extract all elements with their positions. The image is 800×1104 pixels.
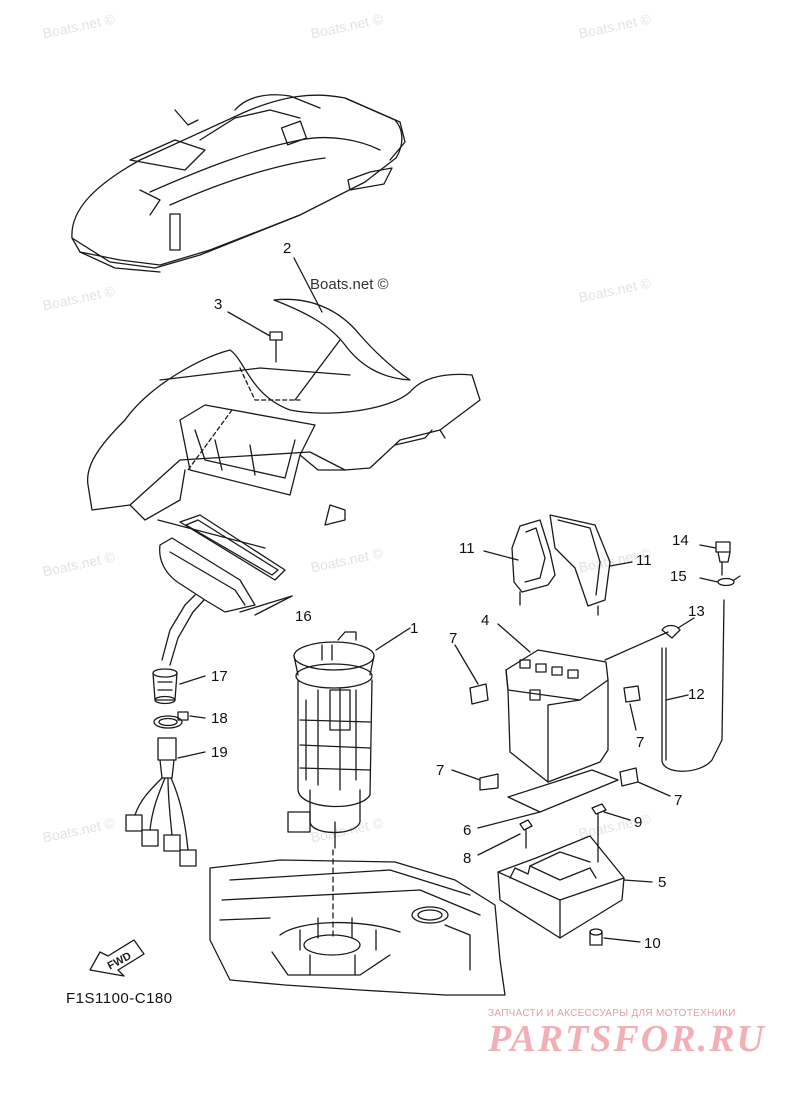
part-8-9-bolts: [477, 803, 631, 863]
callout-1: 1: [410, 620, 419, 637]
callout-7: 7: [436, 762, 445, 779]
callout-19: 19: [211, 744, 228, 761]
part-10-spacer: [589, 928, 641, 946]
part-4-battery: [497, 623, 669, 783]
callout-2: 2: [283, 240, 292, 257]
part-12-vent-hose: [661, 599, 725, 772]
diagram-code: F1S1100-C180: [66, 990, 173, 1007]
callout-4: 4: [481, 612, 490, 629]
callout-8: 8: [463, 850, 472, 867]
part-5-battery-box: [497, 835, 653, 939]
callout-6: 6: [463, 822, 472, 839]
callout-15: 15: [670, 568, 687, 585]
callout-7: 7: [636, 734, 645, 751]
part-19-wire-harness: [125, 737, 206, 867]
callout-5: 5: [658, 874, 667, 891]
forward-arrow-icon: FWD: [89, 939, 145, 977]
callout-7: 7: [674, 792, 683, 809]
part-6-battery-mat: [477, 769, 619, 829]
part-1-fuel-pump: [287, 627, 411, 849]
part-17-grommet: [152, 668, 206, 705]
part-7-pads: [451, 644, 671, 797]
part-18-clamp: [153, 711, 206, 729]
part-14-15-breather: [699, 541, 741, 587]
callout-17: 17: [211, 668, 228, 685]
callout-3: 3: [214, 296, 223, 313]
brand-logo: PARTSFOR.RU: [488, 1018, 766, 1060]
callout-12: 12: [688, 686, 705, 703]
watermark-overlay: Boats.net ©: [310, 276, 389, 293]
hull-floor: [209, 849, 506, 996]
part-16-cover: [159, 514, 293, 666]
callout-18: 18: [211, 710, 228, 727]
callout-7: 7: [449, 630, 458, 647]
brand-tagline: ЗАПЧАСТИ И АКСЕССУАРЫ ДЛЯ МОТОТЕХНИКИ: [488, 1008, 736, 1019]
callout-10: 10: [644, 935, 661, 952]
callout-11: 11: [636, 552, 652, 569]
part-2-decal: [273, 257, 411, 381]
part-3-screw: [227, 311, 283, 363]
callout-13: 13: [688, 603, 705, 620]
callout-11: 11: [459, 540, 475, 557]
watercraft-overview: [71, 94, 406, 273]
callout-9: 9: [634, 814, 643, 831]
callout-14: 14: [672, 532, 689, 549]
brand-watermark: ЗАПЧАСТИ И АКСЕССУАРЫ ДЛЯ МОТОТЕХНИКИ PA…: [488, 1008, 788, 1061]
deck-cover: [87, 339, 481, 549]
part-11-battery-straps: [483, 514, 633, 616]
callout-16: 16: [295, 608, 312, 625]
